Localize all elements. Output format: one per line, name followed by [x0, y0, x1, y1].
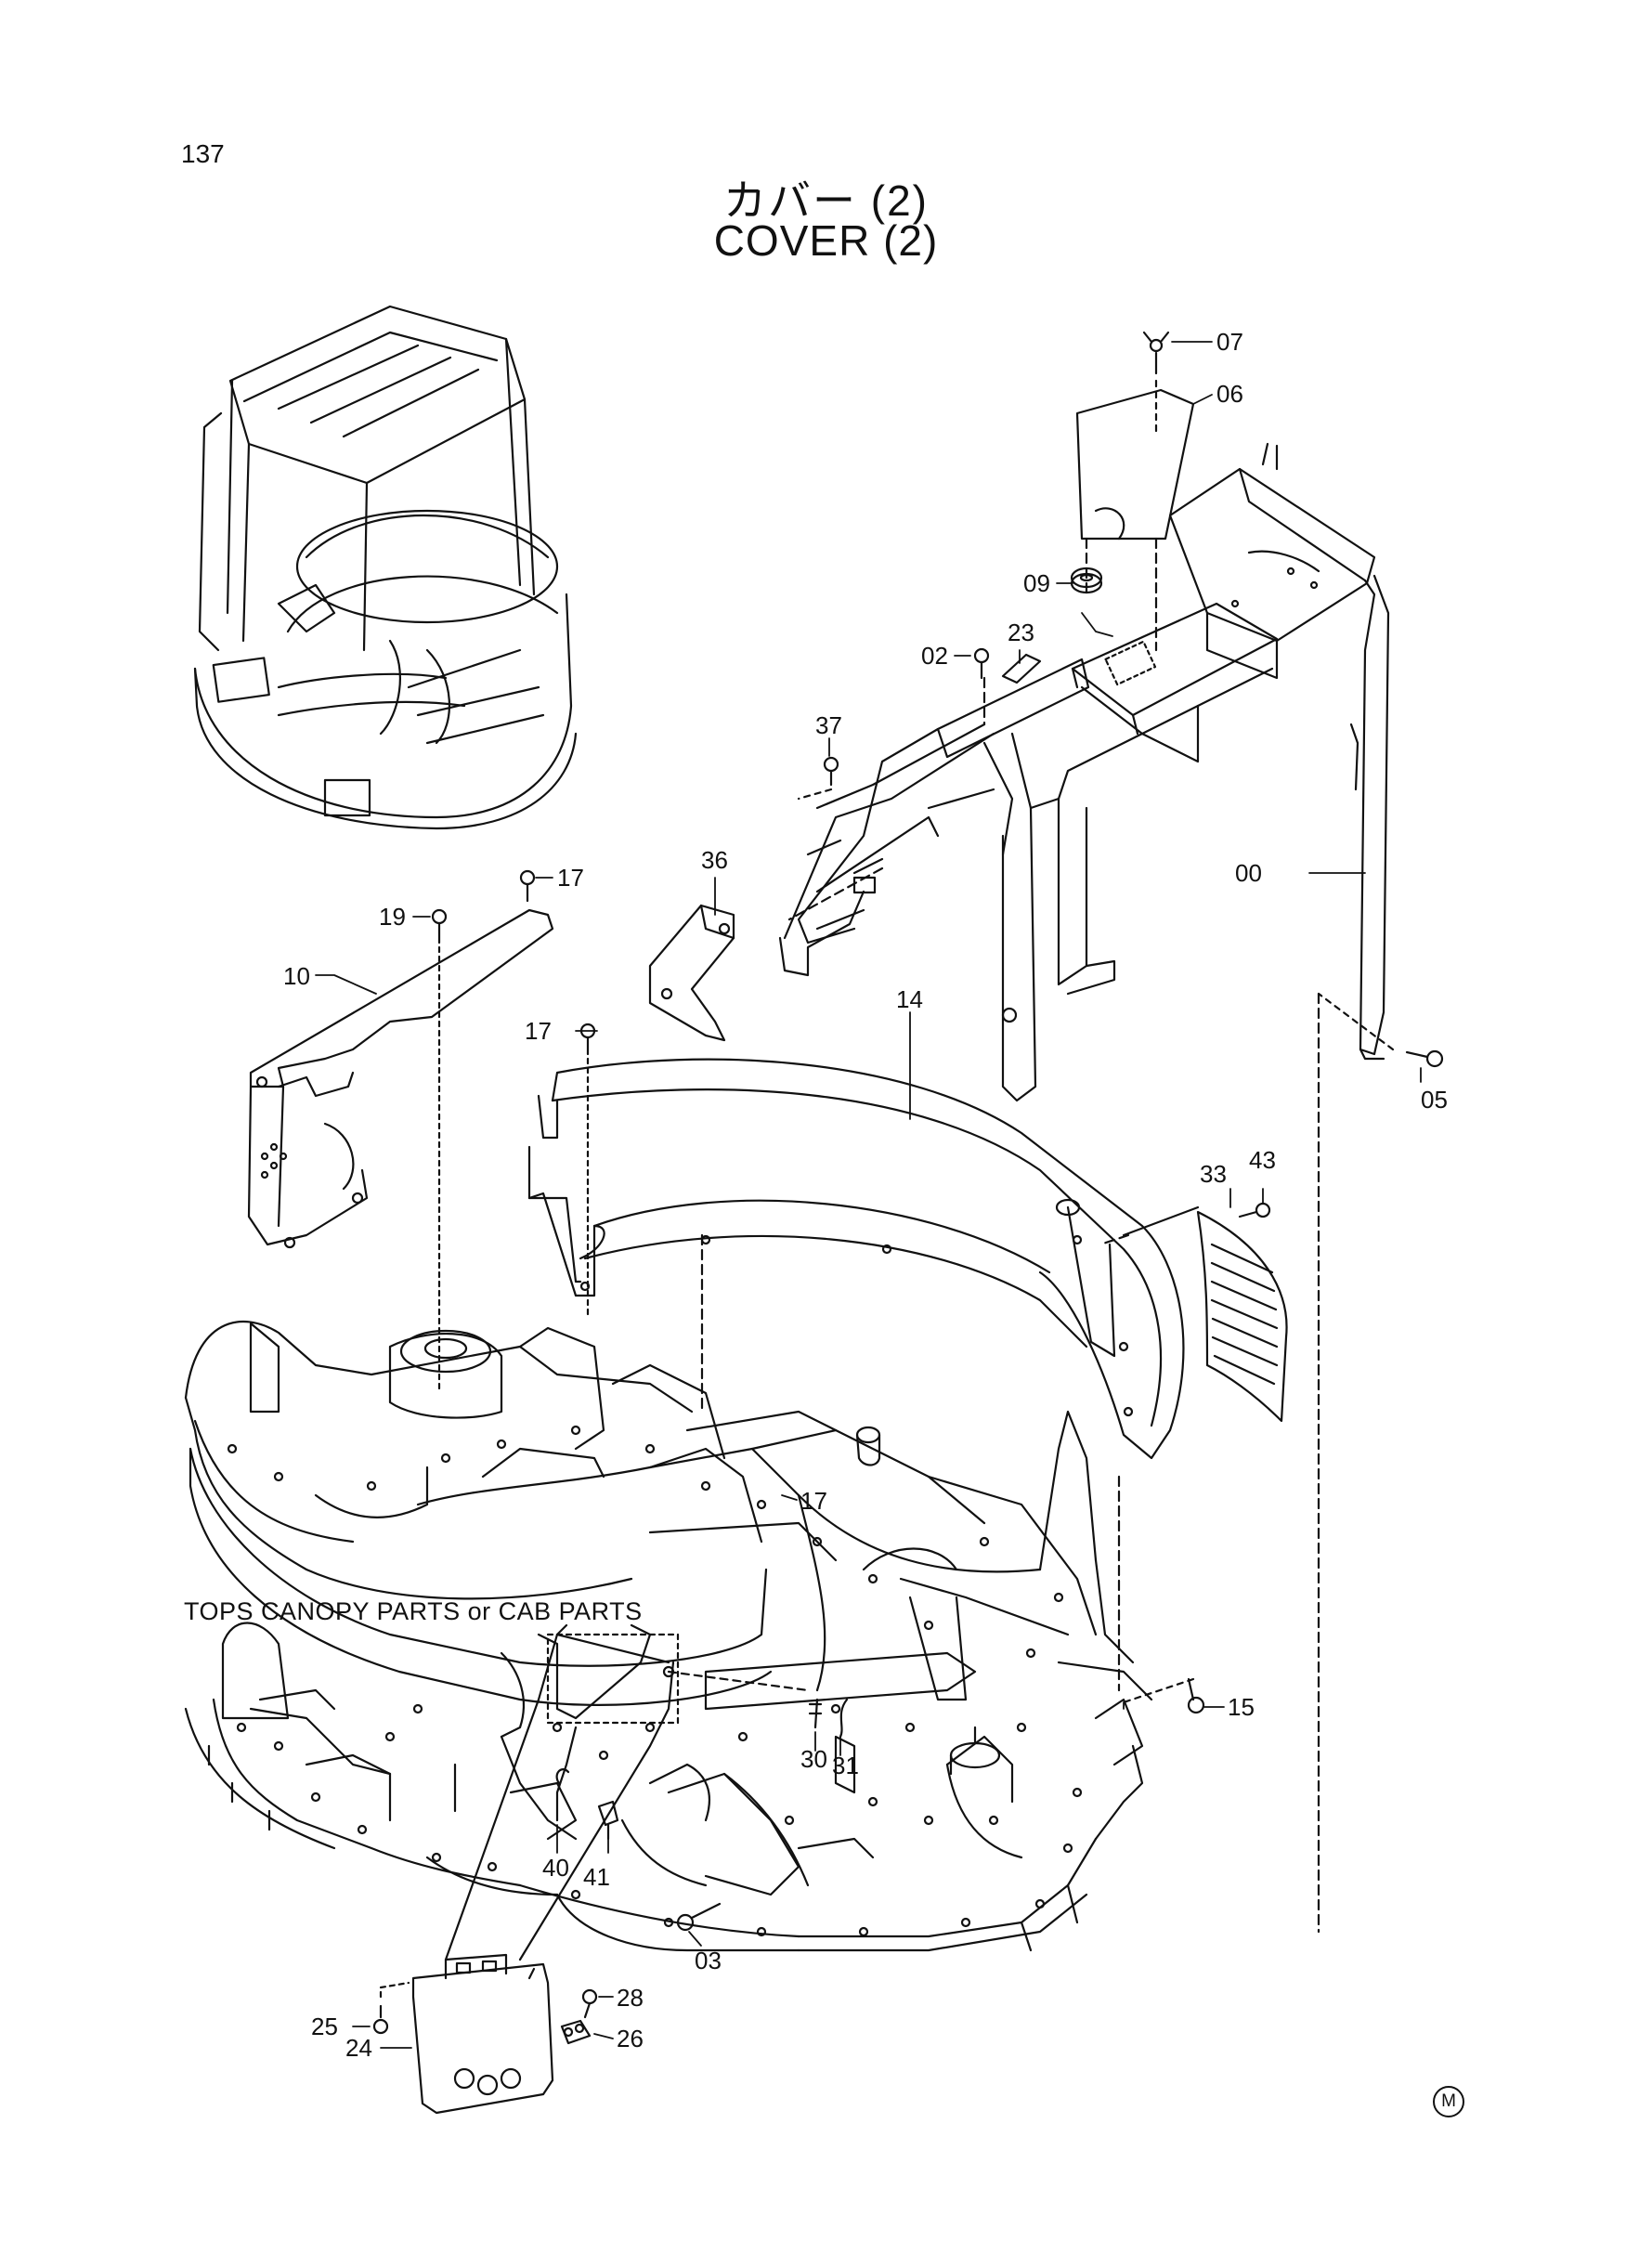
callout-37: 37	[815, 711, 842, 739]
callout-05: 05	[1421, 1086, 1448, 1114]
page-number: 137	[181, 139, 225, 168]
grille-33	[1122, 1205, 1288, 1423]
bolt-15	[1122, 1677, 1205, 1714]
callout-41: 41	[583, 1863, 610, 1891]
small-parts-30-31-40-41	[537, 1623, 849, 1841]
callout-36: 36	[701, 846, 728, 874]
callout-00: 00	[1235, 859, 1262, 887]
callout-40: 40	[542, 1854, 569, 1882]
callout-15: 15	[1228, 1693, 1255, 1721]
title-japanese: カバー (2)	[723, 176, 929, 225]
bolt-19	[431, 908, 448, 1395]
callout-14: 14	[896, 985, 923, 1013]
bolt-02	[973, 647, 990, 680]
revolving-frame-base	[184, 1320, 1153, 1952]
callout-19: 19	[379, 903, 406, 931]
tops-canopy-note: TOPS CANOPY PARTS or CAB PARTS	[184, 1597, 643, 1625]
callout-03: 03	[695, 1947, 722, 1974]
bracket-36	[648, 904, 735, 1042]
bolt-43	[1238, 1202, 1271, 1218]
title-english: COVER (2)	[713, 216, 939, 265]
bolt-17-top	[519, 869, 536, 903]
callout-30: 30	[800, 1745, 827, 1773]
plate-06	[1075, 388, 1195, 541]
callout-17-mid: 17	[525, 1017, 552, 1045]
callout-23: 23	[1008, 619, 1034, 646]
excavator-inset-illustration	[193, 305, 578, 830]
wing-bolt-07	[1142, 331, 1170, 438]
bolt-28	[581, 1988, 598, 2019]
callout-24: 24	[345, 2034, 372, 2062]
callout-43: 43	[1249, 1146, 1276, 1174]
callout-02: 02	[921, 642, 948, 670]
frame-bracket-left	[778, 723, 995, 977]
callout-10: 10	[283, 962, 310, 990]
callout-09: 09	[1023, 569, 1050, 597]
bolt-25	[372, 1981, 410, 2035]
callout-06: 06	[1216, 380, 1243, 408]
cover-10	[247, 908, 554, 1249]
bracket-26	[560, 2019, 592, 2045]
clip-23	[1001, 653, 1042, 684]
frame-pillar-assembly	[797, 442, 1390, 1102]
cover-24	[411, 1953, 554, 2115]
callout-31: 31	[832, 1752, 859, 1779]
bolt-37	[797, 756, 839, 801]
callout-17-base: 17	[800, 1487, 827, 1515]
callout-07: 07	[1216, 328, 1243, 356]
callout-17-top: 17	[557, 864, 584, 892]
callout-26: 26	[617, 2025, 644, 2052]
assembly-dashed-lines	[700, 537, 1158, 1692]
circled-m-icon: M	[1433, 2086, 1464, 2117]
callout-33: 33	[1200, 1160, 1227, 1188]
callout-leaders	[315, 341, 1422, 2049]
rear-cover-14	[527, 1058, 1185, 1460]
counterweight-outline	[189, 1447, 773, 1706]
bolt-05	[1317, 992, 1444, 1934]
callout-28: 28	[617, 1984, 644, 2012]
callout-25: 25	[311, 2013, 338, 2040]
bolt-03	[676, 1902, 722, 1932]
